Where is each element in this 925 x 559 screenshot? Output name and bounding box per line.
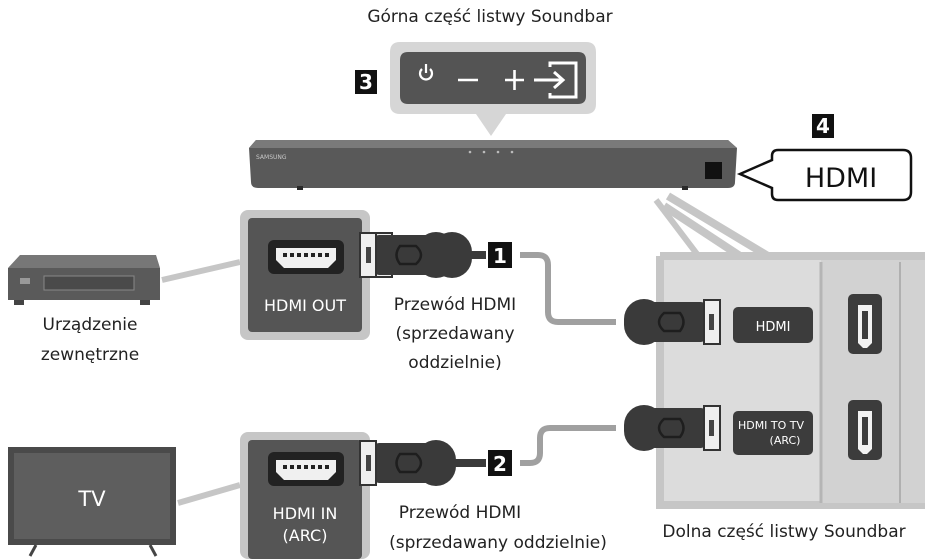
callout-2-marker: 2 — [493, 452, 507, 476]
soundbar-port-arc-label-2: (ARC) — [770, 434, 801, 447]
callout-3-marker: 3 — [359, 70, 373, 94]
hdmi-port-indicator — [705, 162, 722, 179]
connector-panel: HDMI HDMI TO TV (ARC) — [656, 192, 925, 509]
cable1-caption-2: (sprzedawany — [395, 324, 515, 344]
tv: TV — [8, 447, 176, 557]
hdmi-out-label: HDMI OUT — [264, 296, 346, 315]
tv-screen-label: TV — [77, 487, 106, 511]
external-device-caption-2: zewnętrzne — [40, 345, 140, 365]
hdmi-out-port-panel: HDMI OUT — [240, 210, 370, 340]
hdmi-socket-1 — [848, 294, 882, 354]
external-device-caption-1: Urządzenie — [42, 315, 138, 335]
power-icon — [418, 64, 434, 81]
source-icon — [534, 61, 578, 99]
cable1-caption-3: oddzielnie) — [408, 353, 502, 373]
top-panel-callout — [390, 42, 596, 136]
hdmi-badge-label: HDMI — [805, 163, 877, 194]
soundbar-logo: SAMSUNG — [256, 154, 287, 161]
hdmi-socket-2 — [848, 400, 882, 460]
bottom-panel-title: Dolna część listwy Soundbar — [662, 522, 906, 542]
volume-up-icon — [505, 70, 524, 90]
callout-1-marker: 1 — [493, 244, 507, 268]
external-device — [8, 255, 160, 305]
hdmi-in-port-panel: HDMI IN (ARC) — [240, 432, 370, 559]
top-panel-title: Górna część listwy Soundbar — [367, 7, 613, 27]
callout-4-marker: 4 — [816, 114, 830, 138]
hdmi-cable-1 — [358, 230, 722, 347]
hdmi-in-label-1: HDMI IN — [273, 504, 338, 523]
soundbar-port-arc-label-1: HDMI TO TV — [738, 419, 805, 432]
soundbar: SAMSUNG — [249, 140, 737, 190]
hdmi-in-label-2: (ARC) — [283, 526, 328, 545]
soundbar-port-hdmi-label: HDMI — [756, 320, 791, 335]
hdmi-cable-2 — [358, 403, 722, 488]
cable2-caption-2: (sprzedawany oddzielnie) — [389, 533, 607, 553]
cable1-caption-1: Przewód HDMI — [393, 295, 517, 315]
cable2-caption-1: Przewód HDMI — [398, 503, 522, 523]
hdmi-callout: HDMI — [736, 148, 913, 202]
